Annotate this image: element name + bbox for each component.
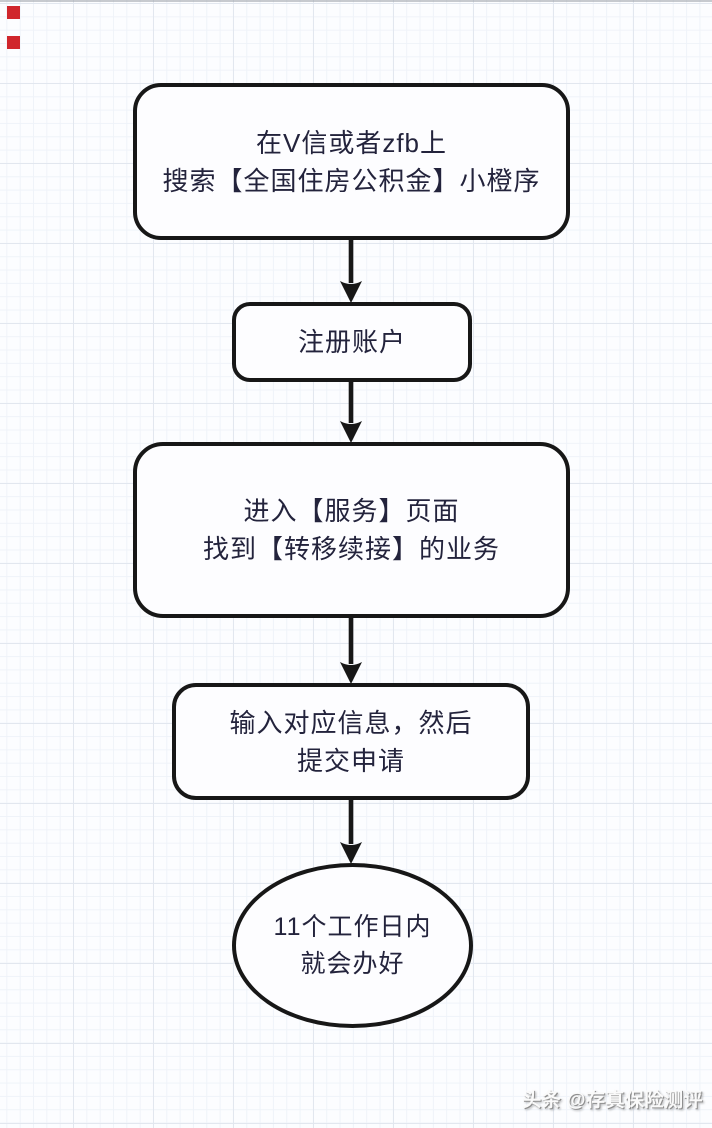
flow-node-search-mini-program: 在V信或者zfb上 搜索【全国住房公积金】小橙序 (133, 83, 570, 240)
node-text-line: 在V信或者zfb上 (255, 127, 448, 158)
connector-arrow-4 (340, 798, 362, 864)
top-edge-line (0, 0, 712, 2)
connector-arrow-3 (340, 616, 362, 684)
node-text-line: 输入对应信息，然后 (229, 707, 473, 738)
flow-node-register-account: 注册账户 (232, 302, 472, 382)
flow-node-submit-application: 输入对应信息，然后 提交申请 (172, 683, 530, 800)
watermark: 头条 @存真保险测评 (522, 1090, 703, 1111)
red-square-marker-top (7, 6, 20, 19)
connector-arrow-2 (340, 380, 362, 443)
node-text-line: 进入【服务】页面 (243, 496, 460, 526)
connector-arrow-1 (340, 238, 362, 303)
node-text-line: 11个工作日内 (273, 912, 432, 941)
flow-node-find-service: 进入【服务】页面 找到【转移续接】的业务 (133, 442, 570, 618)
node-text-line: 就会办好 (300, 949, 405, 978)
node-text-line: 搜索【全国住房公积金】小橙序 (162, 165, 541, 196)
node-text-line: 注册账户 (297, 327, 406, 357)
node-text-line: 找到【转移续接】的业务 (202, 534, 500, 564)
flow-node-done-ellipse: 11个工作日内 就会办好 (232, 863, 473, 1028)
node-text-line: 提交申请 (296, 745, 405, 776)
red-square-marker-bottom (7, 36, 20, 49)
